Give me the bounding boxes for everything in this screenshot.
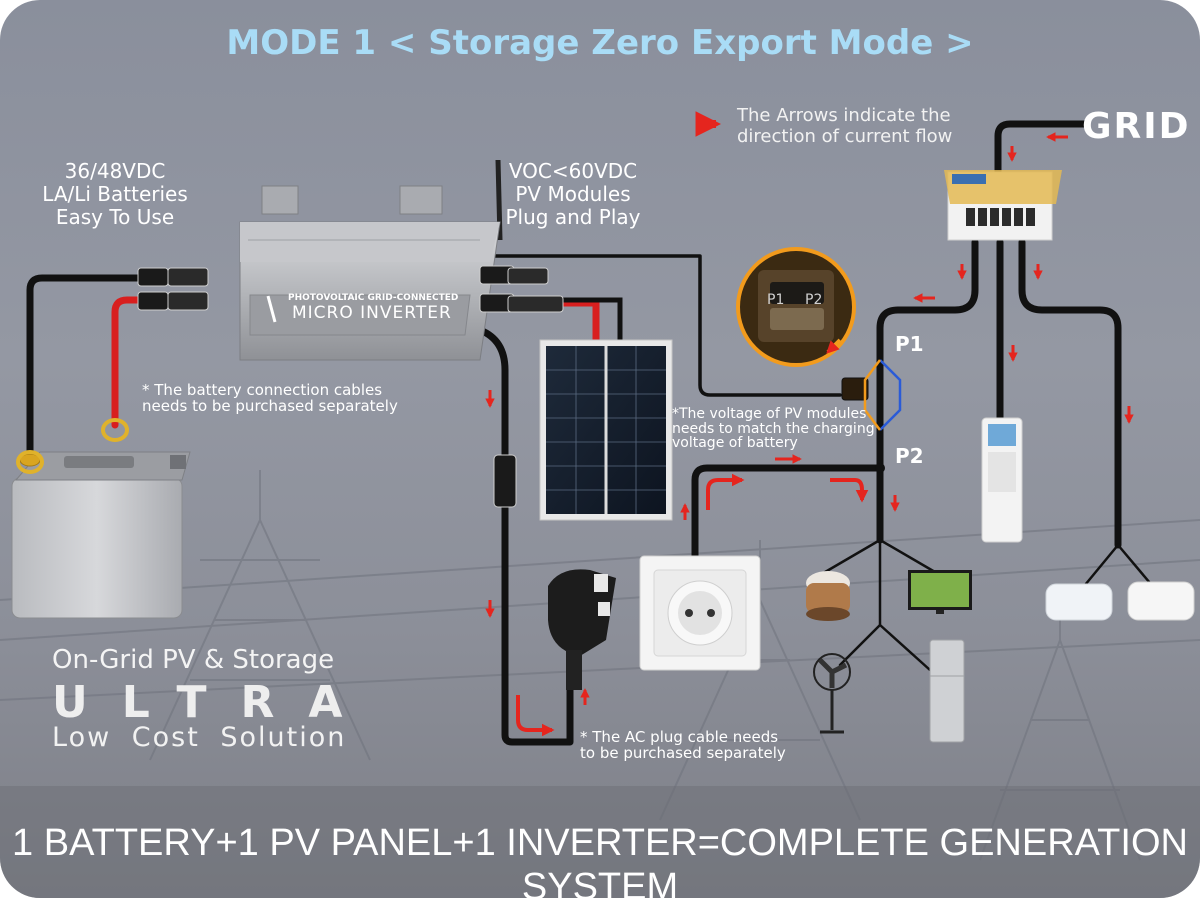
flow-arrow-icon (830, 478, 869, 503)
battery-spec: 36/48VDC LA/Li Batteries Easy To Use (20, 160, 210, 229)
dc-connectors (137, 265, 564, 508)
note-line: needs to match the charging (672, 420, 875, 437)
grid-label: GRID (1082, 106, 1191, 147)
fan-icon (813, 653, 851, 734)
note-line: * The battery connection cables (142, 381, 383, 399)
television-icon (908, 570, 972, 614)
pv-voltage-note: *The voltage of PV modules needs to matc… (672, 407, 875, 451)
junction-box (841, 377, 869, 401)
battery-spec-line: LA/Li Batteries (42, 182, 188, 206)
page-title: MODE 1 < Storage Zero Export Mode > (226, 23, 974, 63)
micro-inverter (239, 159, 503, 361)
note-line: *The voltage of PV modules (672, 406, 867, 422)
flow-arrow-icon (516, 695, 555, 737)
refrigerator-icon (929, 639, 965, 743)
battery-cable-note: * The battery connection cables needs to… (142, 381, 398, 415)
battery-spec-line: 36/48VDC (64, 159, 166, 183)
pv-panel (539, 339, 673, 521)
standing-air-conditioner (981, 417, 1023, 543)
pv-sense-cable (456, 254, 842, 397)
pv-spec-line: Plug and Play (505, 205, 641, 229)
ring-terminal-negative (16, 450, 44, 474)
breaker-to-loads-cable (876, 238, 979, 544)
pv-spec: VOC<60VDC PV Modules Plug and Play (488, 160, 658, 229)
connector-mark-right: P2 (805, 292, 822, 308)
connector-mark-left: P1 (767, 292, 784, 308)
inverter-label-top: PHOTOVOLTAIC GRID-CONNECTED (288, 293, 459, 303)
junction-dot (875, 463, 885, 473)
note-line: * The AC plug cable needs (580, 728, 779, 746)
battery-negative-cable (26, 274, 144, 459)
note-line: needs to be purchased separately (142, 396, 398, 415)
ac-plug (548, 569, 616, 690)
ac-cable-note: * The AC plug cable needs to be purchase… (580, 728, 786, 762)
black-cables (26, 120, 1152, 746)
red-cables (111, 296, 600, 429)
slogan-line-3: Low Cost Solution (52, 722, 347, 753)
point-p1-label: P1 (895, 332, 924, 356)
flow-arrows (485, 132, 1134, 737)
battery-spec-line: Easy To Use (55, 205, 175, 229)
legend-line: The Arrows indicate the (737, 105, 951, 126)
inline-ac-connector (493, 454, 517, 508)
flow-arrow-icon (706, 473, 745, 510)
rice-cooker-icon (806, 571, 850, 621)
p1-branch-line (863, 359, 881, 431)
inverter-label-main: MICRO INVERTER (292, 303, 452, 323)
slogan-line-2: ULTRA (52, 677, 377, 728)
point-p2-label: P2 (895, 444, 924, 468)
wall-ac-fanout-cables (1083, 543, 1152, 587)
socket-cable (691, 464, 884, 564)
pv-spec-line: PV Modules (515, 182, 631, 206)
legend-text: The Arrows indicate the direction of cur… (737, 105, 953, 147)
footer-tagline: 1 BATTERY+1 PV PANEL+1 INVERTER=COMPLETE… (12, 822, 1188, 898)
breaker-box (944, 170, 1062, 241)
footer-band (0, 786, 1200, 898)
battery (11, 418, 191, 619)
slogan-line-1: On-Grid PV & Storage (52, 645, 335, 675)
note-line: to be purchased separately (580, 743, 786, 762)
note-line: voltage of battery (672, 435, 798, 452)
ac-output-cable (476, 326, 574, 746)
breaker-to-wall-ac-cable (1018, 238, 1122, 549)
p2-branch-line (879, 359, 902, 431)
legend-line: direction of current flow (737, 125, 953, 147)
battery-positive-cable (111, 296, 144, 429)
connector-zoom-callout: P1 P2 (736, 247, 869, 401)
pv-positive-cable (556, 299, 600, 349)
pv-spec-line: VOC<60VDC (508, 159, 638, 183)
wall-socket (639, 555, 761, 671)
ring-terminal-positive (101, 418, 129, 442)
wall-air-conditioner-icon (1045, 581, 1195, 621)
load-fanout-cables (818, 538, 937, 672)
grid-main-cable (994, 120, 1089, 184)
